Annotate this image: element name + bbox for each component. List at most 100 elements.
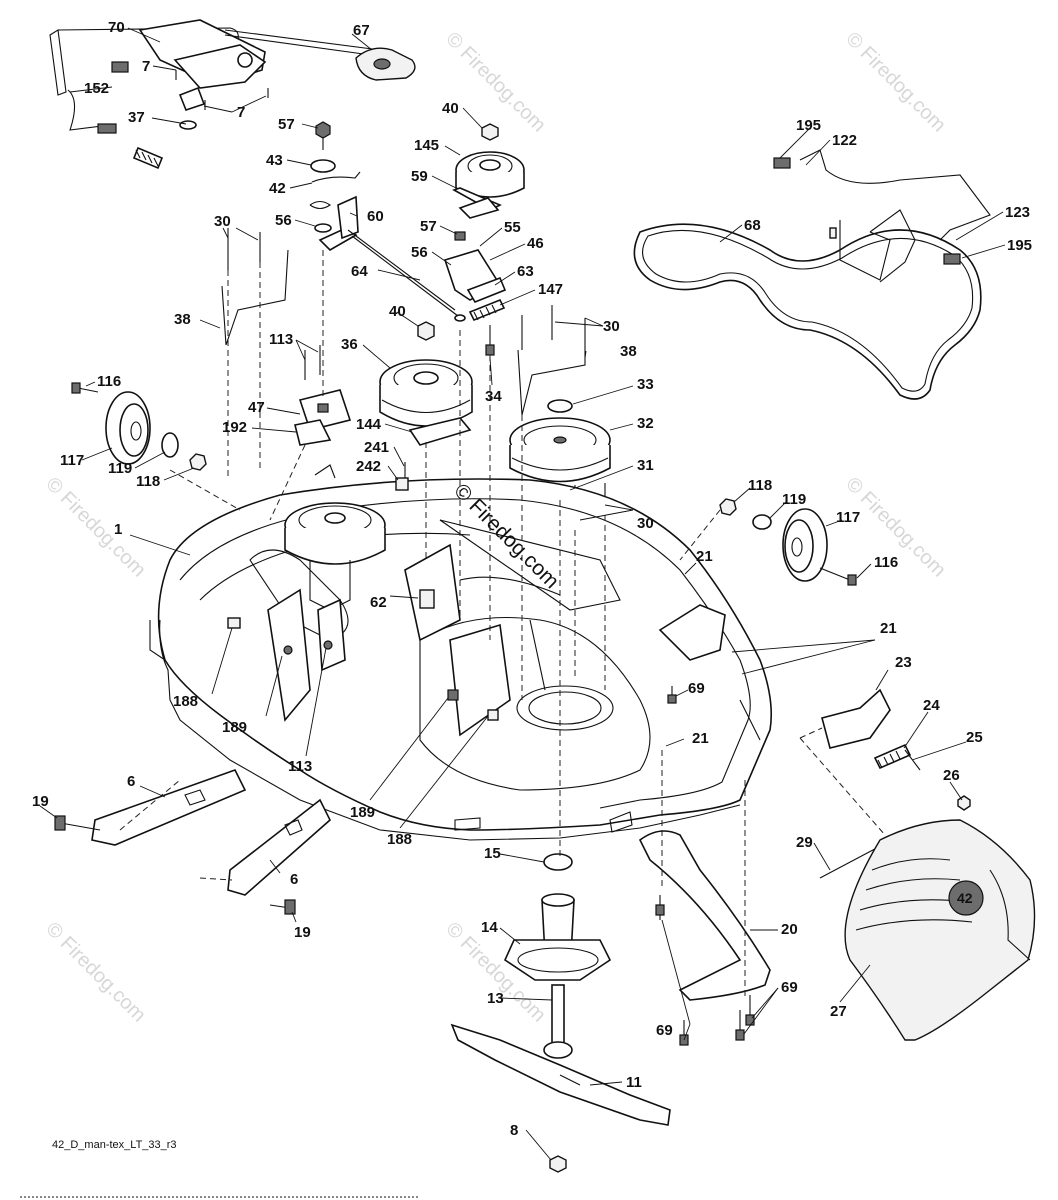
callout-label: 40 (442, 100, 459, 117)
callout-label: 70 (108, 19, 125, 36)
callout-label: 62 (370, 594, 387, 611)
deck-size-badge: 42 (957, 890, 973, 906)
bracket-icon (821, 688, 891, 749)
callout-label: 69 (656, 1022, 673, 1039)
callout-label: 46 (527, 235, 544, 252)
belt-assembly (633, 149, 991, 400)
callout-label: 38 (620, 343, 637, 360)
callout-label: 33 (637, 376, 654, 393)
callout-label: 144 (356, 416, 382, 433)
callout-label: 188 (387, 831, 412, 848)
callouts: 70 67 7 152 7 37 57 43 42 56 60 40 145 5… (32, 19, 1032, 1139)
callout-label: 56 (411, 244, 428, 261)
callout-label: 26 (943, 767, 960, 784)
spring-icon (132, 146, 164, 170)
callout-label: 57 (278, 116, 295, 133)
callout-label: 1 (114, 521, 122, 538)
callout-label: 118 (748, 477, 772, 494)
callout-label: 32 (637, 415, 654, 432)
watermark: © Firedog.com (841, 28, 950, 137)
center-pulley-assembly (379, 321, 473, 446)
callout-label: 113 (288, 758, 312, 775)
callout-label: 241 (364, 439, 389, 456)
callout-label: 8 (510, 1122, 518, 1139)
callout-label: 21 (880, 620, 897, 637)
callout-label: 36 (341, 336, 358, 353)
callout-label: 11 (626, 1074, 642, 1091)
callout-label: 25 (966, 729, 983, 746)
callout-label: 30 (603, 318, 620, 335)
bracket-icon (227, 798, 331, 896)
deflector-icon (844, 819, 1036, 1041)
callout-label: 6 (290, 871, 298, 888)
callout-label: 63 (517, 263, 534, 280)
callout-label: 24 (923, 697, 940, 714)
callout-label: 13 (487, 990, 504, 1007)
callout-label: 64 (351, 263, 368, 280)
callout-label: 123 (1005, 204, 1030, 221)
spindle-assembly (450, 853, 671, 1173)
callout-label: 14 (481, 919, 498, 936)
callout-label: 30 (637, 515, 654, 532)
drawing-code: 42_D_man-tex_LT_33_r3 (52, 1139, 177, 1151)
callout-label: 189 (222, 719, 247, 736)
watermark: © Firedog.com (441, 28, 550, 137)
callout-label: 119 (108, 460, 132, 477)
callout-label: 19 (294, 924, 311, 941)
callout-label: 189 (350, 804, 375, 821)
callout-label: 37 (128, 109, 145, 126)
bracket-icon (91, 769, 247, 846)
callout-label: 67 (353, 22, 370, 39)
callout-label: 119 (782, 491, 806, 508)
callout-label: 147 (538, 281, 563, 298)
callout-label: 113 (269, 331, 293, 348)
spring-icon (873, 743, 912, 770)
watermark: © Firedog.com (41, 918, 150, 1027)
leader-lines (39, 27, 1006, 1161)
callout-label: 55 (504, 219, 521, 236)
bracket-icon (294, 419, 332, 446)
watermark: © Firedog.com (41, 473, 150, 582)
callout-label: 38 (174, 311, 191, 328)
callout-label: 31 (637, 457, 654, 474)
callout-label: 188 (173, 693, 198, 710)
left-gauge-wheel (71, 382, 207, 471)
callout-label: 117 (60, 452, 84, 469)
callout-label: 30 (214, 213, 231, 230)
callout-label: 43 (266, 152, 283, 169)
callout-label: 117 (836, 509, 860, 526)
callout-label: 56 (275, 212, 292, 229)
callout-label: 116 (874, 554, 898, 571)
callout-label: 7 (142, 58, 150, 75)
callout-label: 40 (389, 303, 406, 320)
callout-label: 34 (485, 388, 502, 405)
deck-housing: © Firedog.com (149, 462, 773, 841)
bolt-icon (111, 61, 129, 73)
bracket-icon (267, 588, 311, 722)
callout-label: 21 (696, 548, 713, 565)
callout-label: 69 (781, 979, 798, 996)
callout-label: 21 (692, 730, 709, 747)
callout-label: 118 (136, 473, 160, 490)
callout-label: 242 (356, 458, 381, 475)
callout-label: 152 (84, 80, 109, 97)
belt-icon (633, 223, 982, 400)
callout-label: 68 (744, 217, 761, 234)
lift-lever-assembly (49, 19, 416, 170)
callout-label: 195 (1007, 237, 1032, 254)
callout-label: 192 (222, 419, 247, 436)
callout-label: 47 (248, 399, 265, 416)
callout-label: 59 (411, 168, 428, 185)
left-bracket-assembly (221, 228, 352, 446)
callout-label: 42 (269, 180, 286, 197)
callout-label: 27 (830, 1003, 847, 1020)
alignment-lines (119, 250, 886, 1000)
callout-label: 15 (484, 845, 501, 862)
deflector-assembly: 42 (638, 686, 1036, 1046)
callout-label: 195 (796, 117, 821, 134)
callout-label: 145 (414, 137, 439, 154)
idler-arm-assembly (309, 121, 525, 356)
callout-label: 69 (688, 680, 705, 697)
callout-label: 23 (895, 654, 912, 671)
